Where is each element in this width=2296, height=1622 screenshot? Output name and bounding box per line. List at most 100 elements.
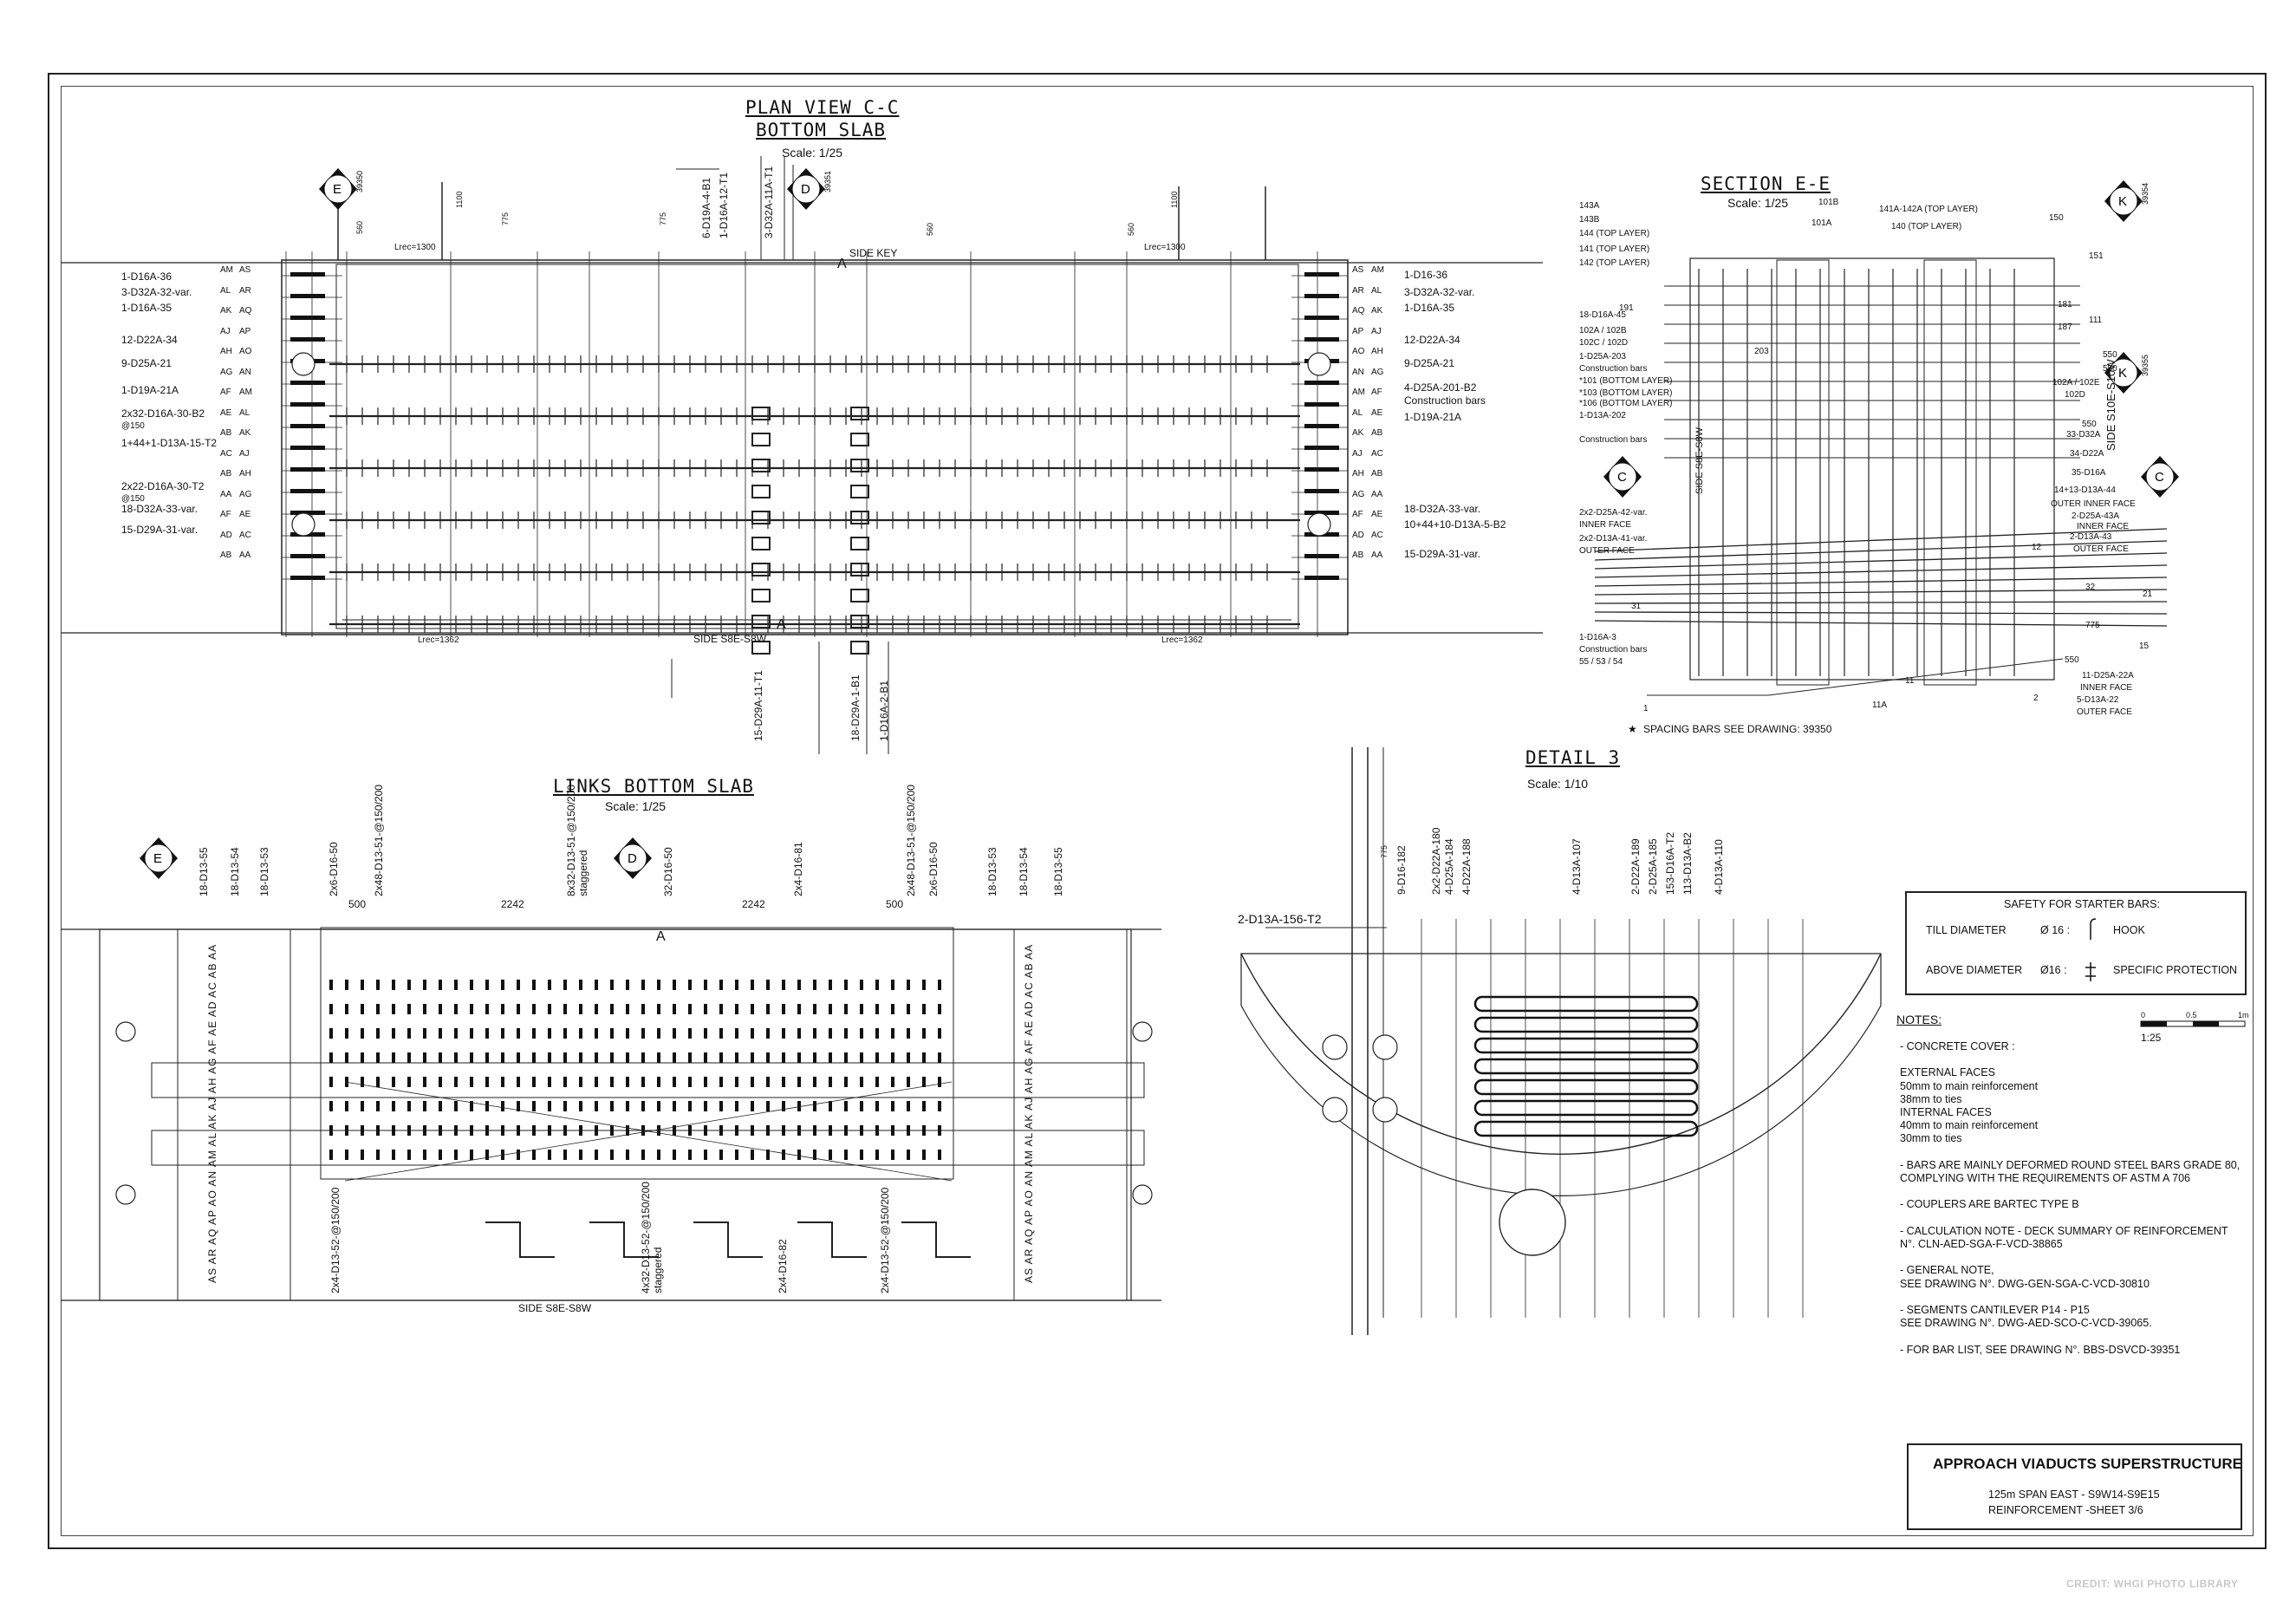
plan-left-label-12: 15-D29A-31-var.	[121, 524, 198, 536]
svg-text:E: E	[153, 851, 162, 866]
links-bar-19-6	[626, 1125, 629, 1136]
section-right-label-9: 102A / 102E	[2052, 378, 2100, 388]
detail-loop-4	[1473, 1078, 1699, 1096]
links-bar-7-7	[439, 1150, 442, 1160]
plan-bar-end-right-13	[1304, 554, 1339, 558]
plan-dim-7: 1100	[1170, 191, 1179, 208]
detail-loop-1	[1473, 1016, 1699, 1033]
links-bar-24-0	[704, 980, 707, 990]
section-web-right	[1923, 259, 1977, 686]
detail-duct-4	[1372, 1097, 1398, 1123]
links-bar-2-0	[361, 980, 364, 990]
section-left-label-6: 102A / 102B	[1579, 326, 1627, 335]
links-bar-31-0	[813, 980, 816, 990]
plan-right-label-4: 9-D25A-21	[1404, 357, 1455, 369]
links-bar-19-4	[626, 1077, 629, 1087]
plan-left-code-14: AE	[220, 407, 232, 418]
links-bar-5-3	[407, 1052, 411, 1063]
plan-left-code-26: AD	[220, 530, 232, 540]
links-bar-33-7	[844, 1150, 848, 1160]
section-right-label-13: 34-D22A	[2070, 449, 2104, 459]
links-duct-2	[115, 1184, 136, 1205]
plan-duct-1	[291, 352, 315, 376]
plan-link-box-a-8	[751, 615, 771, 629]
links-bar-0-4	[329, 1077, 333, 1087]
links-bar-38-6	[922, 1125, 926, 1136]
section-footnote: SPACING BARS SEE DRAWING: 39350	[1643, 723, 1832, 735]
links-bar-27-6	[751, 1125, 754, 1136]
links-bar-31-4	[813, 1077, 816, 1087]
links-cage	[320, 927, 954, 1180]
links-bar-21-3	[657, 1052, 660, 1063]
links-bar-29-4	[782, 1077, 785, 1087]
links-bar-24-7	[704, 1150, 707, 1160]
links-outline	[99, 928, 1132, 1301]
plan-right-code-29: AA	[1371, 550, 1383, 560]
plan-left-code-21: AH	[239, 469, 251, 479]
links-duct-4	[1132, 1184, 1153, 1205]
links-bottom-label-3: 2x4-D16-82	[777, 1239, 789, 1293]
links-bar-15-2	[563, 1028, 567, 1039]
plan-right-label-9: 10+44+10-D13A-5-B2	[1404, 518, 1506, 531]
links-bar-32-2	[829, 1028, 832, 1039]
links-bar-36-5	[891, 1101, 894, 1111]
links-bar-34-4	[860, 1077, 863, 1087]
section-right-label-17: 2-D25A-43A	[2072, 511, 2120, 521]
links-bar-23-0	[688, 980, 692, 990]
links-bar-38-3	[922, 1052, 926, 1063]
links-bar-30-5	[797, 1101, 801, 1111]
links-bar-20-3	[641, 1052, 645, 1063]
svg-text:D: D	[628, 851, 637, 866]
section-number-6: 775	[2085, 621, 2100, 630]
plan-left-label-1: 3-D32A-32-var.	[121, 286, 192, 298]
plan-bar-end-right-10	[1304, 489, 1339, 493]
section-number-0: 191	[1619, 303, 1634, 313]
links-bar-13-5	[532, 1101, 536, 1111]
plan-left-label-10: @150	[121, 494, 145, 504]
links-left-block	[177, 928, 291, 1301]
plan-right-code-3: AL	[1371, 285, 1382, 296]
links-bar-7-0	[439, 980, 442, 990]
links-bar-10-1	[485, 1004, 489, 1014]
links-bar-5-7	[407, 1150, 411, 1160]
links-bar-37-1	[907, 1004, 910, 1014]
section-number-5: 31	[1631, 602, 1642, 611]
plan-bar-end-left-2	[290, 316, 325, 320]
links-bar-12-1	[517, 1004, 520, 1014]
links-bar-13-7	[532, 1150, 536, 1160]
section-marker-c-left: C	[1603, 456, 1642, 498]
note-line-12: - COUPLERS ARE BARTEC TYPE B	[1900, 1198, 2079, 1211]
links-bar-1-0	[345, 980, 348, 990]
plan-link-box-b-9	[850, 641, 869, 655]
links-bar-35-1	[875, 1004, 879, 1014]
section-right-label-10: 102D	[2065, 390, 2085, 400]
section-left-label-11: *103 (BOTTOM LAYER)	[1579, 388, 1673, 398]
section-left-label-5: 18-D16A-45	[1579, 310, 1626, 320]
note-line-3: 50mm to main reinforcement	[1900, 1079, 2039, 1092]
section-right-label-21: 32	[2085, 583, 2096, 592]
section-marker-e-links: E	[140, 837, 178, 879]
links-bar-29-3	[782, 1052, 785, 1063]
section-ee-scale: Scale: 1/25	[1727, 196, 1789, 210]
plan-link-box-b-8	[850, 615, 869, 629]
links-bar-30-0	[797, 980, 801, 990]
links-bar-15-5	[563, 1101, 567, 1111]
links-bar-1-7	[345, 1150, 348, 1160]
detail-loop-5	[1473, 1099, 1699, 1117]
links-bar-31-2	[813, 1028, 816, 1039]
links-bar-3-1	[376, 1004, 380, 1014]
links-bar-35-7	[875, 1150, 879, 1160]
plan-bar-end-left-6	[290, 402, 325, 407]
links-bar-30-4	[797, 1077, 801, 1087]
note-line-15: N°. CLN-AED-SGA-F-VCD-38865	[1900, 1238, 2063, 1250]
title-block-title: APPROACH VIADUCTS SUPERSTRUCTURE	[1933, 1456, 2243, 1472]
plan-left-code-22: AA	[220, 489, 232, 499]
links-bar-27-0	[751, 980, 754, 990]
lrec-bottom-left: Lrec=1362	[418, 635, 459, 645]
links-bar-22-4	[673, 1077, 676, 1087]
section-a-marker-top: A	[837, 257, 847, 271]
links-bar-33-4	[844, 1077, 848, 1087]
section-right-label-25: INNER FACE	[2080, 683, 2133, 693]
svg-text:E: E	[333, 182, 341, 197]
plan-bar-end-left-8	[290, 446, 325, 450]
